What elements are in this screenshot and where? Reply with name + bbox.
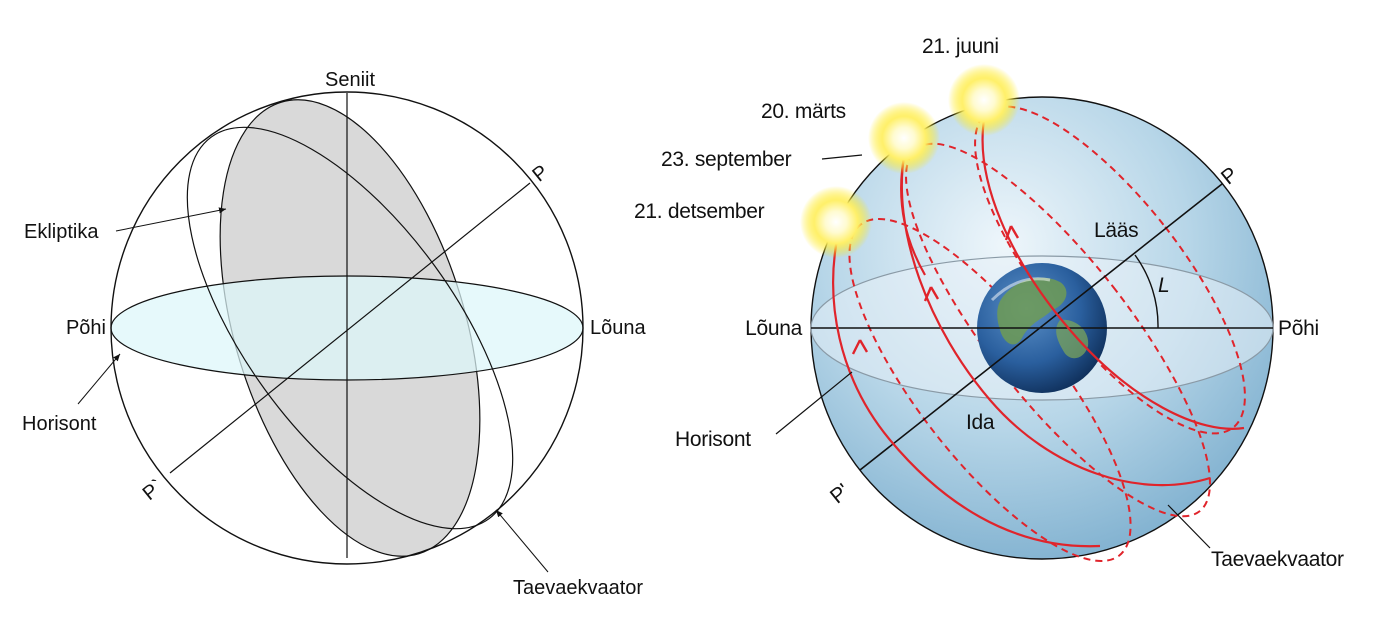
- equator-pointer: [495, 509, 549, 573]
- polar-axis-right: [859, 183, 1223, 471]
- pole-south-label: P`: [139, 475, 168, 505]
- december-label: 21. detsember: [634, 200, 765, 223]
- horizon-label: Horisont: [22, 413, 97, 435]
- june-arrow-icon: [1004, 225, 1020, 241]
- latitude-arc: [1134, 254, 1159, 329]
- september-pointer: [821, 154, 863, 160]
- ecliptic-label: Ekliptika: [24, 221, 99, 243]
- celestial-equator-ellipse: [186, 126, 514, 530]
- sun-equinox-icon: [868, 102, 940, 174]
- east-label: Ida: [966, 411, 995, 434]
- ecliptic-pointer: [115, 207, 227, 232]
- latitude-label: L: [1158, 274, 1169, 297]
- june-label: 21. juuni: [922, 35, 999, 58]
- horizon-pointer: [77, 353, 121, 405]
- pole-south-label-right: P': [826, 480, 854, 509]
- north-label-right: Põhi: [1278, 317, 1319, 340]
- december-path: [832, 224, 1101, 548]
- equator-label: Taevaekvaator: [513, 577, 643, 599]
- equator-pointer-right: [1167, 504, 1211, 549]
- north-label: Põhi: [66, 317, 106, 339]
- south-label: Lõuna: [590, 317, 646, 339]
- west-label: Lääs: [1094, 219, 1138, 242]
- polar-axis: [169, 182, 531, 474]
- december-arrow-icon: [851, 339, 869, 355]
- horizon-pointer-right: [775, 371, 853, 435]
- zenith-label: Seniit: [325, 69, 375, 91]
- june-path: [981, 119, 1245, 430]
- sun-june-icon: [948, 64, 1020, 136]
- march-label: 20. märts: [761, 100, 846, 123]
- march-arrow-icon: [923, 286, 940, 302]
- south-label-right: Lõuna: [745, 317, 803, 340]
- suns: [800, 64, 1020, 258]
- right-celestial-sphere: 21. juuni 20. märts 23. september 21. de…: [634, 35, 1344, 571]
- sun-paths-front: [832, 119, 1245, 548]
- horizon-label-right: Horisont: [675, 428, 751, 451]
- sun-december-icon: [800, 186, 872, 258]
- sphere-outline: [110, 91, 584, 565]
- left-celestial-sphere: Seniit Põhi Lõuna P P` Ekliptika Horison…: [22, 69, 646, 599]
- september-label: 23. september: [661, 148, 792, 171]
- equator-label-right: Taevaekvaator: [1211, 548, 1344, 571]
